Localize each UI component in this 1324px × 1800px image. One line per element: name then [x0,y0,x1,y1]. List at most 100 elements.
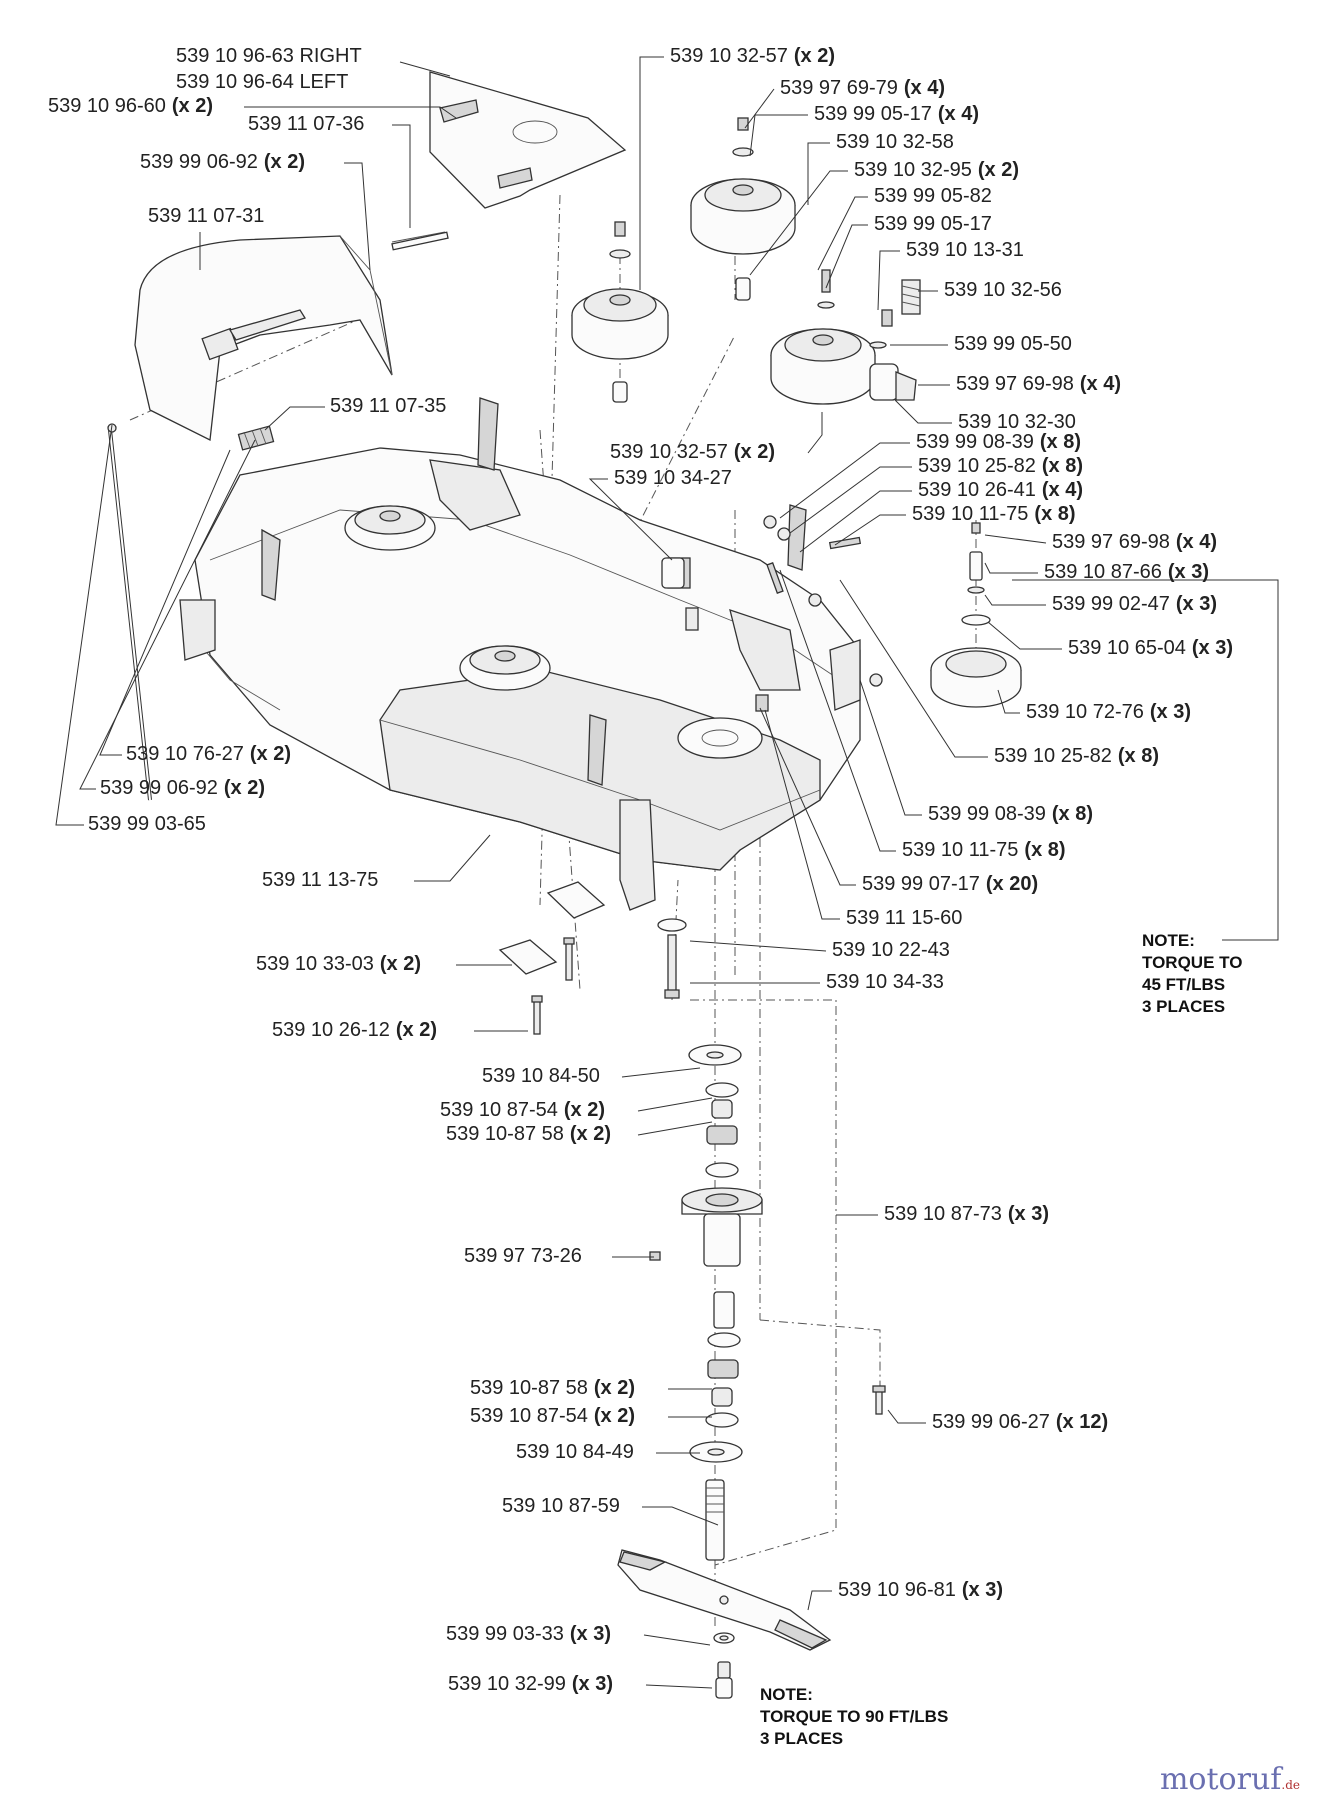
part-label: 539 10 72-76 (x 3) [1026,701,1191,723]
part-number: 539 10 96-64 LEFT [176,71,348,93]
part-label: 539 11 13-75 [262,869,378,891]
leader-lines [55,56,1279,1689]
leader-line [399,61,451,77]
part-label: 539 97 73-26 [464,1245,582,1267]
leader-line [839,579,988,758]
part-quantity: (x 8) [1052,803,1093,825]
leader-line [984,594,1046,606]
part-number: 539 11 15-60 [846,907,962,929]
part-number: 539 99 06-92 [140,151,258,173]
part-label: 539 10 34-27 [614,467,732,489]
part-quantity: (x 2) [380,953,421,975]
part-number: 539 10 84-50 [482,1065,600,1087]
part-number: 539 97 69-79 [780,77,898,99]
part-label: 539 10 32-58 [836,131,954,153]
part-number: 539 10 32-57 [670,45,788,67]
linkage-rod [107,423,152,801]
leader-line [834,514,906,546]
part-number: 539 99 07-17 [862,873,980,895]
watermark-logo: motoruf.de [1160,1762,1300,1797]
leader-line [264,406,325,431]
part-number: 539 10 26-41 [918,479,1036,501]
part-label: 539 10-87 58(x 2) [470,1377,635,1399]
idler-pulley-upper [690,117,796,301]
part-number: 539 97 69-98 [1052,531,1170,553]
spindle-stack [649,1044,763,1463]
part-number: 539 99 02-47 [1052,593,1170,615]
note-leader-line [1012,579,1279,941]
mower-blade [617,1549,832,1651]
leader-line [392,124,411,228]
part-quantity: (x 12) [1056,1411,1108,1433]
part-label: 539 99 08-39(x 8) [916,431,1081,453]
leader-line [799,490,912,553]
part-label: 539 10 87-66(x 3) [1044,561,1209,583]
blade-washer-bolt [713,1632,735,1699]
part-label: 539 99 08-39(x 8) [928,803,1093,825]
part-quantity: (x 8) [1042,455,1083,477]
leader-line [344,162,371,271]
part-label: 539 10 76-27(x 2) [126,743,291,765]
part-number: 539 97 69-98 [956,373,1074,395]
leader-line [749,114,808,157]
idler-pulley-left [571,221,669,403]
part-number: 539 10 32-58 [836,131,954,153]
part-quantity: (x 8) [1034,503,1075,525]
leader-line [759,707,856,886]
part-label: 539 10 25-82(x 8) [918,455,1083,477]
leader-line [807,1590,832,1611]
part-number: 539 10-87 58 [470,1377,588,1399]
part-number: 539 99 06-27 [932,1411,1050,1433]
part-label: 539 10 87-54(x 2) [440,1099,605,1121]
leader-line [588,478,673,561]
part-label: 539 11 07-35 [330,395,446,417]
part-quantity: (x 3) [1150,701,1191,723]
note-line: NOTE: [760,1685,813,1704]
part-number: 539 10 72-76 [1026,701,1144,723]
part-quantity: (x 2) [264,151,305,173]
leader-line [749,170,848,276]
leader-line [621,1067,701,1078]
leader-line [859,679,922,816]
part-number: 539 10 32-95 [854,159,972,181]
part-quantity: (x 3) [1008,1203,1049,1225]
note-line: 45 FT/LBS [1142,975,1225,994]
part-label: 539 99 02-47(x 3) [1052,593,1217,615]
note-line: 3 PLACES [1142,997,1225,1016]
part-label: 539 10 11-75 (x 8) [912,503,1076,525]
part-label: 539 97 69-98 (x 4) [1052,531,1217,553]
part-number: 539 10 11-75 [902,839,1018,861]
spindle-bolt-right [872,1385,886,1415]
part-number: 539 10 96-63 RIGHT [176,45,362,67]
note-line: TORQUE TO 90 FT/LBS [760,1707,948,1726]
part-quantity: (x 8) [1024,839,1065,861]
part-number: 539 10 34-33 [826,971,944,993]
part-label: 539 11 07-36 [248,113,364,135]
part-quantity: (x 4) [1080,373,1121,395]
part-number: 539 10 65-04 [1068,637,1186,659]
part-number: 539 11 07-36 [248,113,364,135]
part-label: 539 99 06-27 (x 12) [932,1411,1108,1433]
part-number: 539 11 07-35 [330,395,446,417]
leader-line [414,834,491,882]
part-quantity: (x 3) [570,1623,611,1645]
part-label: 539 99 05-82 [874,185,992,207]
part-quantity: (x 2) [396,1019,437,1041]
part-label: 539 97 69-79(x 4) [780,77,945,99]
part-label: 539 11 07-31 [148,205,264,227]
part-number: 539 10 87-66 [1044,561,1162,583]
part-quantity: (x 4) [1176,531,1217,553]
part-quantity: (x 2) [564,1099,605,1121]
part-label: 539 10 25-82(x 8) [994,745,1159,767]
part-number: 539 10 11-75 [912,503,1028,525]
bracket-hardware [763,515,883,687]
part-number: 539 10 22-43 [832,939,950,961]
part-number: 539 10 87-59 [502,1495,620,1517]
part-quantity: (x 3) [1192,637,1233,659]
part-quantity: (x 8) [1118,745,1159,767]
part-quantity: (x 2) [224,777,265,799]
